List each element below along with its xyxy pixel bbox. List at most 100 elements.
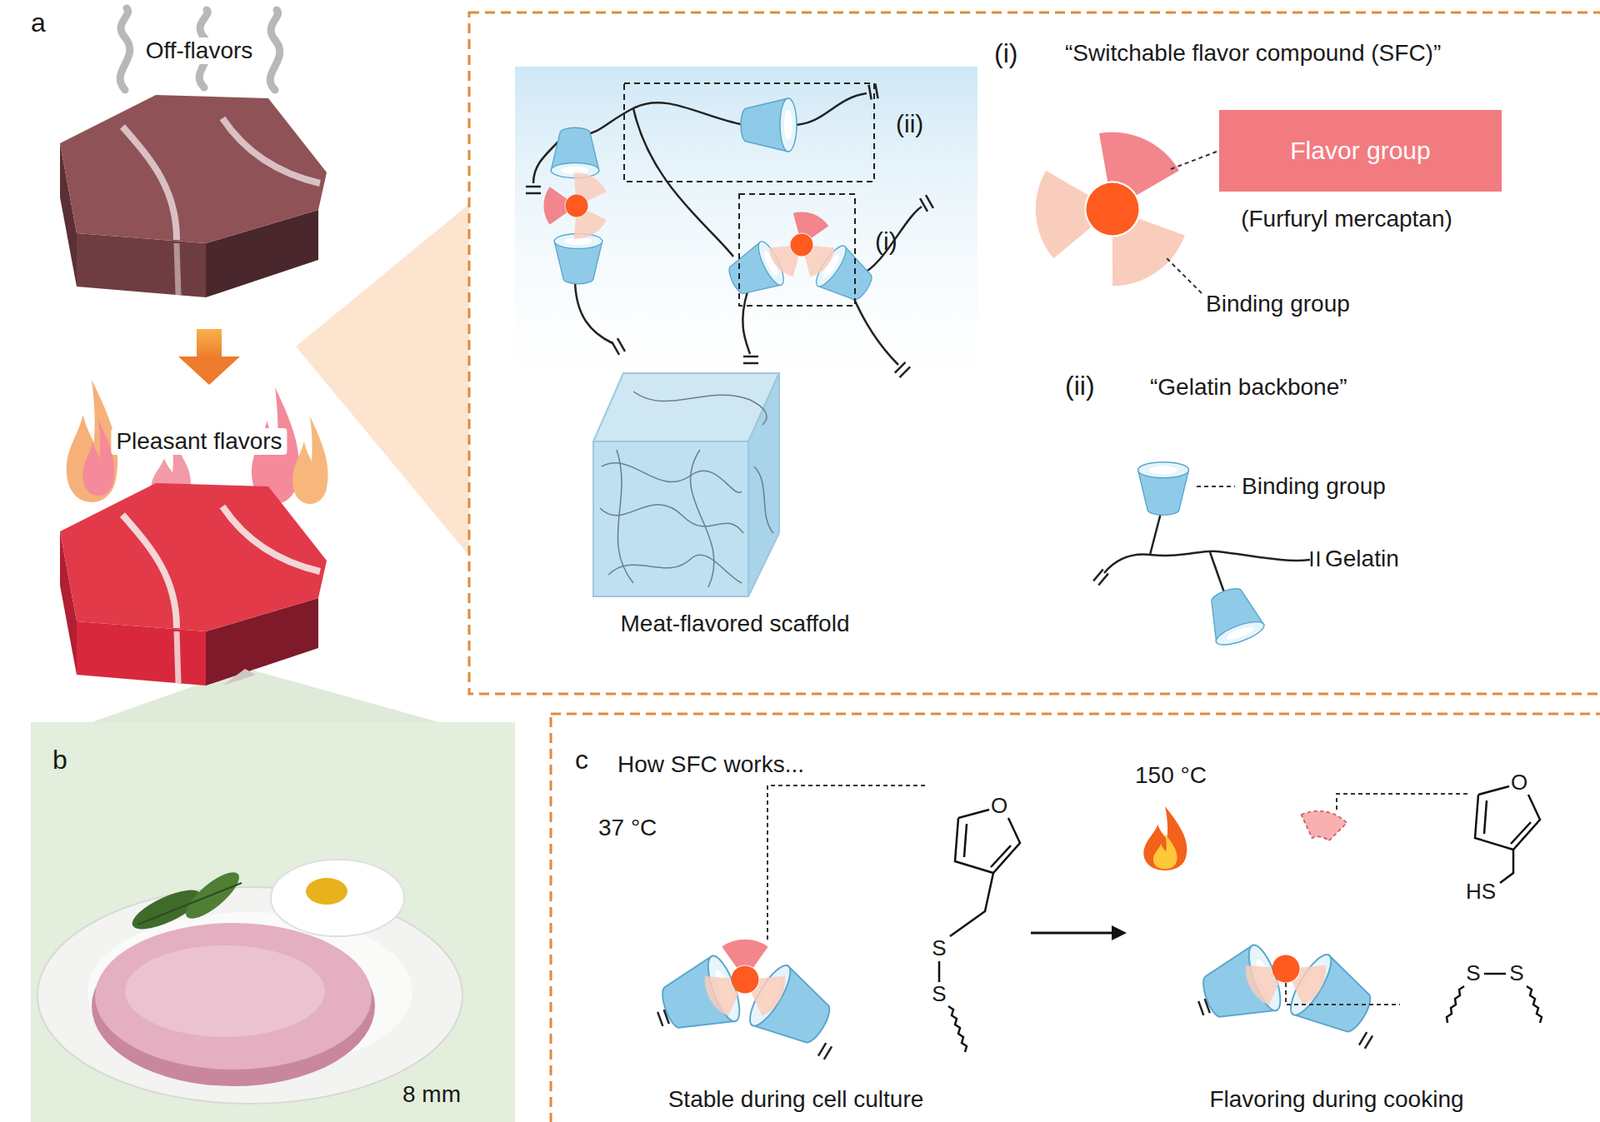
leader-lines xyxy=(1165,151,1235,487)
temperature-label: 37 °C xyxy=(598,815,657,842)
empty-complex-part-part xyxy=(1272,955,1300,984)
scaffold-cube xyxy=(593,373,780,597)
sfc-icon-part xyxy=(565,195,589,218)
cooked-steak-part xyxy=(76,621,206,686)
scaffold-cube-part-part xyxy=(601,463,742,494)
furfuryl-disulfide-structure-part xyxy=(958,810,990,819)
sfc-complex-part-part xyxy=(721,940,768,969)
scaffold-cube-part-part xyxy=(754,466,774,534)
part-label: Binding group xyxy=(1205,290,1350,318)
callout-number: (i) xyxy=(994,38,1018,70)
raw-steak xyxy=(60,95,327,298)
dish-photo-part xyxy=(137,883,242,925)
sfc-icon-part xyxy=(543,186,567,225)
fire-icon-part xyxy=(1153,834,1178,870)
atom-symbol: O xyxy=(990,794,1008,820)
heading-text: “Switchable flavor compound (SFC)” xyxy=(1065,40,1441,67)
caption-text: Stable during cell culture xyxy=(668,1086,925,1114)
scaffold-cube-part xyxy=(593,441,749,597)
gelatin-chains-part xyxy=(851,293,899,365)
leader-line xyxy=(1336,794,1471,810)
disulfide-structure-part xyxy=(1446,986,1465,1024)
flavor-group-box: Flavor group xyxy=(1219,110,1502,192)
atom-symbol: HS xyxy=(1465,880,1496,905)
furfuryl-disulfide-structure xyxy=(939,810,1020,1053)
empty-complex-part xyxy=(1195,941,1287,1032)
furfuryl-mercaptan-structure-part xyxy=(1478,786,1510,795)
gelatin-backbone-part xyxy=(1104,551,1310,574)
dish-photo-part xyxy=(270,860,405,937)
leader-lines-part xyxy=(1196,485,1235,488)
chain-end-caps-part xyxy=(525,186,541,194)
furfuryl-disulfide-structure-part xyxy=(955,818,1020,874)
callout-number: (ii) xyxy=(895,110,924,140)
reaction-arrow-part xyxy=(1030,932,1114,935)
scaffold-cube-part-part xyxy=(633,391,767,425)
gelatin-backbone-part xyxy=(1093,570,1109,586)
sfc-complex xyxy=(654,940,841,1060)
zoom-box xyxy=(739,194,855,306)
sfc-icon-part xyxy=(790,234,814,257)
binding-cones-part xyxy=(554,234,603,285)
smoke-wisps xyxy=(120,8,280,90)
binding-cones-part xyxy=(550,127,600,178)
reaction-arrow xyxy=(1030,925,1127,941)
scaffold-cube-part-part xyxy=(616,450,634,584)
furfuryl-disulfide-structure-part xyxy=(950,873,994,937)
gelatin-chains-part xyxy=(860,206,922,275)
zoom-fan xyxy=(295,204,470,556)
gelatin-chains-part xyxy=(583,102,745,135)
raw-steak-part xyxy=(222,118,320,184)
leader-lines-part xyxy=(1170,151,1217,170)
sfc-icon-part xyxy=(1031,167,1094,260)
dimension-label: 8 mm xyxy=(402,1081,461,1109)
dish-photo-part xyxy=(30,722,515,1122)
dish-photo-part xyxy=(95,923,372,1070)
binding-cones xyxy=(550,98,880,310)
disulfide-structure xyxy=(1446,974,1542,1024)
sfc-complex-part-part xyxy=(731,966,760,995)
gelatin-chains-part xyxy=(791,93,867,125)
cooked-steak-part xyxy=(122,515,177,629)
atom-symbol: S xyxy=(931,982,946,1008)
chain-end-caps-part xyxy=(895,362,910,378)
atom-symbol: S xyxy=(1509,961,1524,987)
cooking-flames-part xyxy=(66,380,118,503)
leader-line xyxy=(767,785,925,940)
panel-frame xyxy=(550,714,1600,1122)
gelatin-backbone-part xyxy=(1150,510,1162,555)
callout-number: (ii) xyxy=(1065,370,1095,402)
smoke-wisps-part xyxy=(270,10,280,90)
fire-icon-part xyxy=(1143,806,1187,871)
gelatin-chains-part xyxy=(575,278,613,344)
transform-arrow xyxy=(178,329,240,385)
binding-cones-part xyxy=(740,98,797,152)
fire-icon xyxy=(1143,806,1187,871)
transform-arrow-part xyxy=(178,356,240,385)
cooked-steak-part xyxy=(222,669,256,686)
panel-letter: a xyxy=(30,7,46,39)
furfuryl-mercaptan-structure-part xyxy=(1475,795,1540,850)
reaction-arrow-part xyxy=(1111,925,1127,941)
caption-text: Meat-flavored scaffold xyxy=(620,610,850,638)
dish-photo-part xyxy=(305,878,348,905)
transform-arrow-part xyxy=(196,329,222,360)
furfuryl-mercaptan-structure-part xyxy=(1500,850,1514,884)
heading-text: “Gelatin backbone” xyxy=(1150,374,1348,401)
disulfide-structure-part xyxy=(1484,973,1506,976)
atom-symbol: O xyxy=(1510,770,1528,796)
released-flavor-wedge xyxy=(1297,808,1348,845)
callout-number: (i) xyxy=(875,227,898,257)
chain-end-caps-part xyxy=(611,338,625,355)
chain-end-caps-part xyxy=(920,195,934,212)
zoom-box xyxy=(624,83,875,182)
raw-steak-part xyxy=(60,95,327,244)
empty-complex xyxy=(1195,941,1382,1049)
furfuryl-mercaptan-structure xyxy=(1475,786,1540,884)
panel-frame xyxy=(469,12,1600,695)
cooking-flames-part xyxy=(82,420,115,496)
sfc-icon xyxy=(764,207,840,281)
heading-text: Pleasant flavors xyxy=(110,428,287,455)
cooked-steak-part xyxy=(222,506,320,572)
